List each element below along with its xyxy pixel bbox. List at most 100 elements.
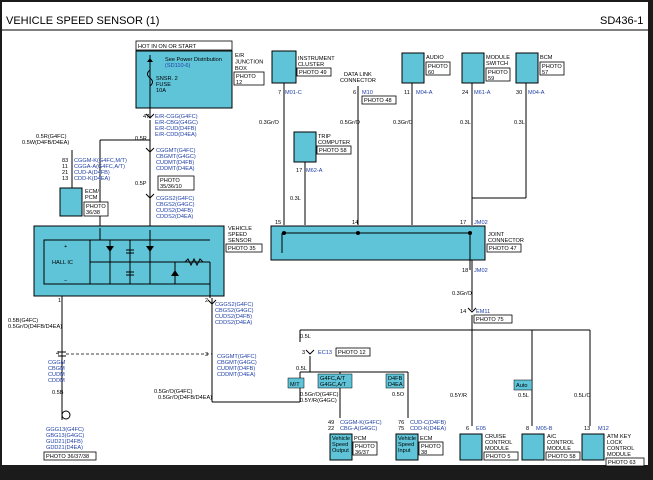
vss-conn-c-1: CGGS2(G4FC) bbox=[215, 302, 253, 308]
atm-name-1: ATM KEY bbox=[607, 434, 631, 440]
wire-label-w17b: 0.5Gr/O(D4FB/D4EA) bbox=[8, 324, 62, 330]
pcm-photo-box bbox=[352, 441, 378, 456]
top-pin: 47 bbox=[143, 114, 149, 120]
atm-pin: 13 bbox=[584, 426, 590, 432]
dlc-conn: M10 bbox=[362, 90, 373, 96]
cruise-pin: 6 bbox=[466, 426, 469, 432]
auto-label: Auto bbox=[516, 383, 528, 389]
ecm-name-2: PCM bbox=[85, 195, 98, 201]
pcm-pin-49: 49 bbox=[328, 420, 334, 426]
gnd-mid-1: CGGM bbox=[48, 360, 66, 366]
vss-photo-box bbox=[225, 243, 263, 253]
wire-label-w6: 0.3Gr/O bbox=[393, 120, 414, 126]
ec13-photo: PHOTO 12 bbox=[338, 350, 366, 356]
vss-conn-a-1: CGGMT(G4FC) bbox=[156, 148, 196, 154]
at-label-1: G4FC,A/T bbox=[320, 376, 346, 382]
ic-photo-box bbox=[296, 67, 332, 77]
fuse-symbol bbox=[147, 55, 153, 100]
wire-label-w20b: 0.5Y/R(G4GC) bbox=[300, 398, 337, 404]
jc-name-2: CONNECTOR bbox=[488, 238, 524, 244]
photo-35-2: 35/36/10 bbox=[160, 184, 182, 190]
vss-conn-d-3: CUDMT(D4FB) bbox=[217, 366, 255, 372]
pcm-inner-3: Output bbox=[332, 448, 349, 454]
ms-photo-2: 59 bbox=[488, 76, 494, 82]
ac-conn: M05-B bbox=[536, 426, 553, 432]
ac-photo-box bbox=[545, 451, 581, 461]
ecm-name-1: ECM/ bbox=[85, 189, 99, 195]
wire-label-w20a: 0.5Gr/O(G4FC) bbox=[300, 392, 339, 398]
ecmb-conn-1: CUD-C(D4FB) bbox=[410, 420, 446, 426]
junction-box-name: E/R JUNCTION BOX bbox=[235, 53, 265, 72]
audio-name: AUDIO bbox=[426, 55, 444, 61]
ecmb-photo-1: PHOTO bbox=[421, 444, 441, 450]
vss-conn-a-3: CUDMT(D4FB) bbox=[156, 160, 194, 166]
wire-label-w3: 0.5P bbox=[135, 181, 147, 187]
d4-badge bbox=[385, 373, 405, 389]
hall-ic-label: HALL IC bbox=[52, 260, 73, 266]
ecmb-conn-2: CDD-K(D4EA) bbox=[410, 426, 446, 432]
mt-label: M/T bbox=[290, 382, 300, 388]
wire-label-w4: 0.3Gr/O bbox=[259, 120, 280, 126]
atm-photo-box bbox=[605, 457, 645, 467]
wire-label-w1b: 0.5W(D4FB/D4EA) bbox=[22, 140, 69, 146]
ecm-pcm-box bbox=[59, 187, 83, 217]
gnd-pin-4: 4 bbox=[56, 351, 59, 357]
jb-photo-num: 12 bbox=[236, 80, 242, 86]
ecm-conn-4: CDD-K(D4EA) bbox=[74, 176, 110, 182]
em11-photo: PHOTO 75 bbox=[476, 317, 504, 323]
jb-name-1: E/R bbox=[235, 53, 244, 59]
bcm-name: BCM bbox=[540, 55, 553, 61]
gnd-mid-4: CDDM bbox=[48, 378, 65, 384]
diagram-code: SD436-1 bbox=[600, 15, 643, 27]
em11-pin: 14 bbox=[460, 309, 466, 315]
wire-label-w1a: 0.5R(G4FC) bbox=[36, 134, 67, 140]
pcm-inner-2: Speed bbox=[332, 442, 348, 448]
vss-pin-2: 2 bbox=[205, 298, 208, 304]
em11-photo-box bbox=[473, 314, 513, 324]
ac-photo: PHOTO 58 bbox=[548, 454, 576, 460]
ecmb-inner-1: Vehicle bbox=[398, 436, 416, 442]
dlc-photo-box bbox=[361, 95, 397, 105]
ac-name-2: CONTROL bbox=[547, 440, 574, 446]
jc-photo-box bbox=[486, 243, 522, 253]
gnd-conn-1: GGG13(G4FC) bbox=[46, 427, 84, 433]
vss-name-1: VEHICLE bbox=[228, 226, 252, 232]
sig-pin-3: 3 bbox=[205, 352, 208, 358]
dlc-name-2: CONNECTOR bbox=[340, 78, 376, 84]
photo-35-1: PHOTO bbox=[160, 178, 180, 184]
connector-marks bbox=[145, 113, 477, 355]
vss-conn-c-4: CDDS2(D4EA) bbox=[215, 320, 252, 326]
top-conn-4: E/R-CDD(D4EA) bbox=[155, 132, 197, 138]
ic-photo: PHOTO 49 bbox=[299, 70, 327, 76]
gnd-mid-3: CUDM bbox=[48, 372, 65, 378]
ecmb-inner-2: Speed bbox=[398, 442, 414, 448]
jc-photo: PHOTO 47 bbox=[489, 246, 517, 252]
vss-conn-a-4: CDDMT(D4EA) bbox=[156, 166, 195, 172]
auto-badge bbox=[513, 379, 533, 391]
pcm-photo-2: 36/37 bbox=[355, 450, 369, 456]
pcm-inner-1: Vehicle bbox=[332, 436, 350, 442]
distribution-label: See Power Distribution bbox=[165, 57, 222, 63]
photo-35-box bbox=[157, 175, 195, 191]
audio-box bbox=[401, 52, 425, 84]
gnd-conn-4: GDD21(D4EA) bbox=[46, 445, 83, 451]
dlc-photo: PHOTO 48 bbox=[364, 98, 392, 104]
vss-conn-b-4: CDDS2(D4EA) bbox=[156, 214, 193, 220]
top-conn-3: E/R-CUD(D4FB) bbox=[155, 126, 196, 132]
ic-name-1: INSTRUMENT bbox=[298, 56, 335, 62]
atm-name-2: LOCK bbox=[607, 440, 623, 446]
ms-name-1: MODULE bbox=[486, 55, 510, 61]
hall-ic-block bbox=[43, 239, 91, 285]
ic-pin: 7 bbox=[278, 90, 281, 96]
wire-label-w2: 0.5R bbox=[135, 136, 147, 142]
cruise-name-1: CRUISE bbox=[485, 434, 506, 440]
ecmb-photo-2: 38 bbox=[421, 450, 427, 456]
wire-label-w12: 0.5L bbox=[300, 334, 311, 340]
instrument-cluster-box bbox=[271, 50, 297, 84]
wire-label-w15: 0.5L bbox=[518, 393, 529, 399]
wire-label-w11: 0.3Gr/O bbox=[452, 291, 473, 297]
em11-conn: EM11 bbox=[476, 309, 490, 315]
wire-label-w14: 0.5Y/R bbox=[450, 393, 467, 399]
ms-name-2: SWITCH bbox=[486, 61, 508, 67]
ecm-photo-2: 36/38 bbox=[86, 210, 100, 216]
